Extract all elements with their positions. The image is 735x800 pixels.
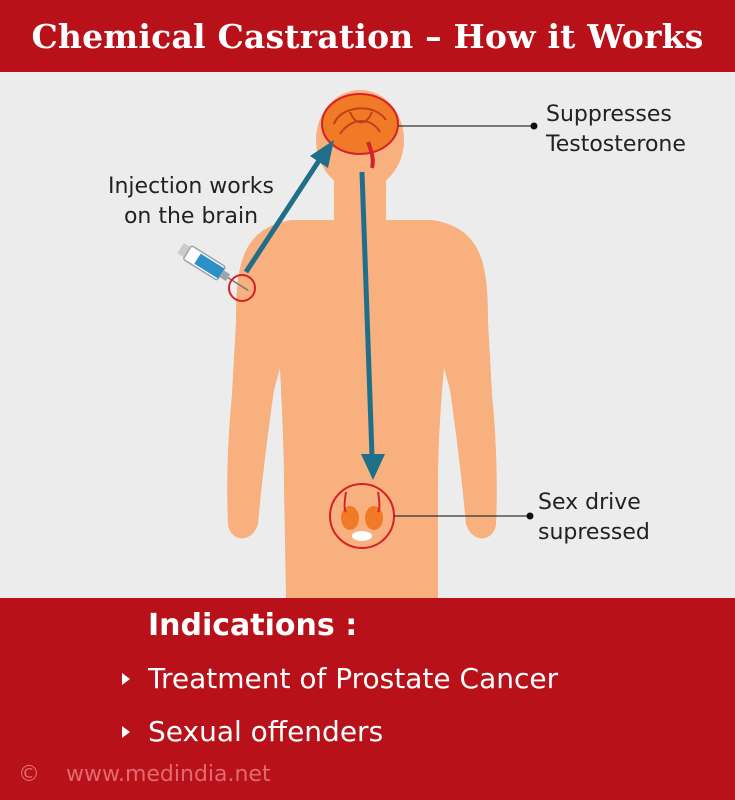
brain-label-line2: Testosterone xyxy=(546,132,686,157)
brain-label: Suppresses Testosterone xyxy=(546,100,686,160)
triangle-bullet-icon xyxy=(122,725,130,738)
site-url: www.medindia.net xyxy=(66,762,271,787)
injection-site-circle xyxy=(228,274,256,302)
diagram-area: Injection works on the brain Suppresses … xyxy=(0,72,735,598)
leader-line-groin xyxy=(394,512,534,520)
injection-label: Injection works on the brain xyxy=(96,172,286,232)
indication-text: Treatment of Prostate Cancer xyxy=(148,662,559,695)
page-title: Chemical Castration – How it Works xyxy=(31,16,704,56)
indication-item: Treatment of Prostate Cancer xyxy=(122,662,558,695)
groin-label: Sex drive supressed xyxy=(538,488,650,548)
arrow-to-groin xyxy=(359,171,385,480)
indications-panel: Indications : Treatment of Prostate Canc… xyxy=(0,598,735,800)
body-diagram xyxy=(177,90,538,598)
injection-label-line2: on the brain xyxy=(123,204,259,229)
groin-label-line2: supressed xyxy=(538,520,650,545)
injection-label-line1: Injection works xyxy=(107,174,274,199)
copyright-symbol: © xyxy=(18,762,40,787)
human-body-silhouette xyxy=(227,90,497,598)
syringe-icon xyxy=(177,243,249,292)
arrow-to-brain xyxy=(243,140,334,274)
indications-title: Indications : xyxy=(148,608,358,643)
brain-label-line1: Suppresses xyxy=(546,102,672,127)
leader-line-brain xyxy=(398,122,538,130)
brain-icon xyxy=(321,93,399,169)
indication-text: Sexual offenders xyxy=(148,715,384,748)
copyright-notice: © www.medindia.net xyxy=(18,762,271,787)
triangle-bullet-icon xyxy=(122,672,130,685)
title-banner: Chemical Castration – How it Works xyxy=(0,0,735,72)
groin-label-line1: Sex drive xyxy=(538,490,641,515)
indication-item: Sexual offenders xyxy=(122,715,383,748)
